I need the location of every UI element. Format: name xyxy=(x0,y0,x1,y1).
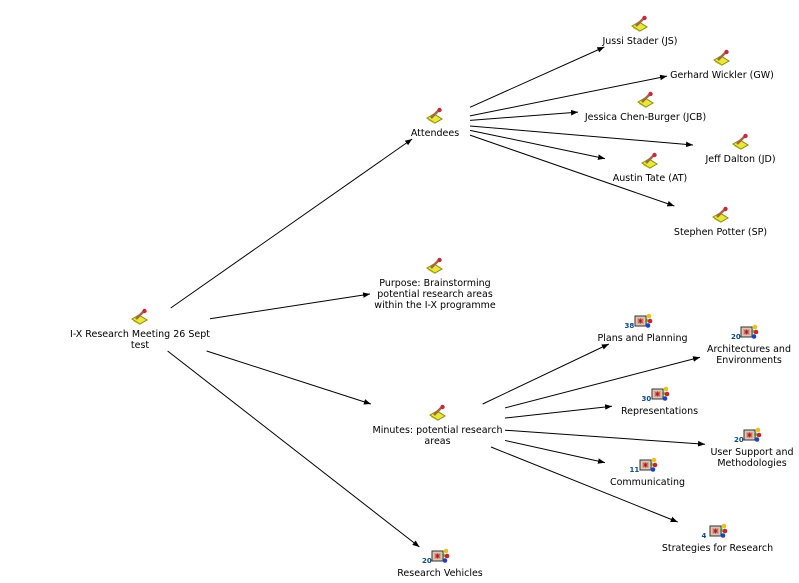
edge-root-vehicles xyxy=(167,350,420,548)
node-attendees[interactable]: Attendees xyxy=(400,107,470,139)
edge-attendees-at xyxy=(469,129,606,160)
collection-icon: 4 xyxy=(702,522,728,540)
node-label: Architectures and Environments xyxy=(706,344,791,366)
note-pencil-icon xyxy=(712,49,732,67)
collection-icon: 30 xyxy=(642,385,670,403)
node-label: Gerhard Wickler (GW) xyxy=(670,70,774,81)
node-label: Strategies for Research xyxy=(661,543,774,554)
node-label: Representations xyxy=(620,406,699,417)
collection-icon: 20 xyxy=(422,547,450,565)
node-austin-tate[interactable]: Austin Tate (AT) xyxy=(605,152,695,184)
note-pencil-icon xyxy=(130,308,150,326)
edge-minutes-comm xyxy=(504,439,606,464)
note-pencil-icon xyxy=(640,152,660,170)
note-pencil-icon xyxy=(636,91,656,109)
node-label: User Support and Methodologies xyxy=(710,447,794,469)
edge-minutes-repr xyxy=(504,404,613,419)
item-count: 30 xyxy=(641,395,652,403)
node-label: I-X Research Meeting 26 Sept test xyxy=(70,329,210,351)
edge-minutes-plans xyxy=(482,343,610,405)
edge-attendees-js xyxy=(469,46,605,108)
edge-attendees-sp xyxy=(469,134,675,207)
node-gerhard-wickler[interactable]: Gerhard Wickler (GW) xyxy=(667,49,777,81)
node-label: Attendees xyxy=(410,128,460,139)
node-label: Purpose: Brainstorming potential researc… xyxy=(374,278,496,311)
collection-icon: 38 xyxy=(625,312,653,330)
node-label: Communicating xyxy=(609,477,686,488)
collection-icon: 20 xyxy=(731,323,759,341)
node-minutes[interactable]: Minutes: potential research areas xyxy=(370,404,505,447)
edge-attendees-jcb xyxy=(469,109,579,121)
edge-root-minutes xyxy=(206,350,372,405)
item-count: 20 xyxy=(422,557,432,565)
edge-root-purpose xyxy=(209,292,371,320)
node-label: Austin Tate (AT) xyxy=(612,173,688,184)
collection-icon: 11 xyxy=(630,456,658,474)
edge-minutes-arch xyxy=(504,356,701,409)
item-count: 20 xyxy=(734,436,744,444)
item-count: 11 xyxy=(629,466,640,474)
edge-minutes-strat xyxy=(490,446,678,523)
edge-minutes-user xyxy=(504,429,706,447)
item-count: 4 xyxy=(701,532,707,540)
node-label: Jeff Dalton (JD) xyxy=(705,154,776,165)
node-label: Stephen Potter (SP) xyxy=(673,227,768,238)
node-purpose[interactable]: Purpose: Brainstorming potential researc… xyxy=(370,257,500,311)
note-pencil-icon xyxy=(711,206,731,224)
note-pencil-icon xyxy=(428,404,448,422)
node-label: Research Vehicles xyxy=(397,568,483,579)
node-jussi-stader[interactable]: Jussi Stader (JS) xyxy=(590,15,690,47)
note-pencil-icon xyxy=(630,15,650,33)
node-root[interactable]: I-X Research Meeting 26 Sept test xyxy=(70,308,210,351)
node-label: Jussi Stader (JS) xyxy=(602,36,678,47)
note-pencil-icon xyxy=(425,107,445,125)
item-count: 38 xyxy=(624,322,635,330)
item-count: 20 xyxy=(731,333,741,341)
node-label: Jessica Chen-Burger (JCB) xyxy=(584,112,707,123)
note-pencil-icon xyxy=(425,257,445,275)
node-label: Plans and Planning xyxy=(597,333,688,344)
note-pencil-icon xyxy=(731,133,751,151)
node-jessica-chen-burger[interactable]: Jessica Chen-Burger (JCB) xyxy=(578,91,713,123)
collection-icon: 20 xyxy=(734,426,762,444)
node-label: Minutes: potential research areas xyxy=(372,425,503,447)
edge-root-attendees xyxy=(170,138,413,309)
edge-attendees-jd xyxy=(469,125,694,148)
node-jeff-dalton[interactable]: Jeff Dalton (JD) xyxy=(693,133,788,165)
node-stephen-potter[interactable]: Stephen Potter (SP) xyxy=(668,206,773,238)
edge-attendees-gw xyxy=(469,74,668,117)
